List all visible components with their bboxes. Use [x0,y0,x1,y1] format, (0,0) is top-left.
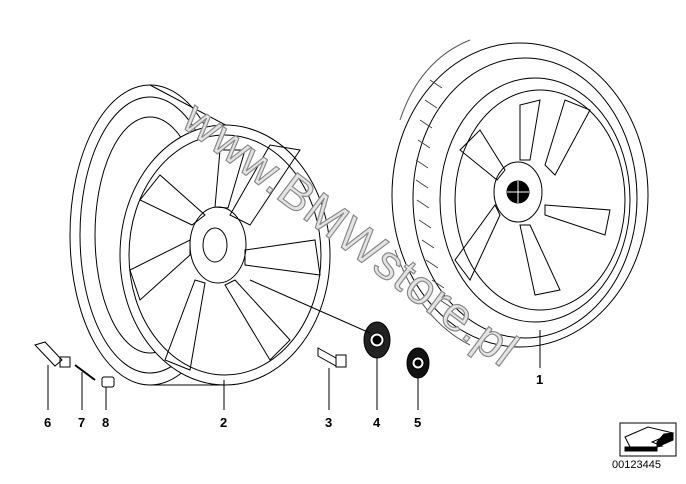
part-label-6: 6 [44,415,52,430]
complete-wheel-tyre [391,39,649,348]
part-label-4: 4 [373,415,381,430]
valve-parts [34,341,347,388]
alloy-rim [69,84,331,386]
leader-lines [47,279,541,410]
part-label-7: 7 [78,415,86,430]
part-label-3: 3 [325,415,333,430]
part-label-5: 5 [414,415,422,430]
part-label-1: 1 [536,372,544,387]
hub-caps [363,321,430,379]
diagram-code: 00123445 [612,459,661,471]
part-label-2: 2 [220,415,228,430]
part-label-8: 8 [102,415,110,430]
direction-arrow-icon [619,422,677,457]
